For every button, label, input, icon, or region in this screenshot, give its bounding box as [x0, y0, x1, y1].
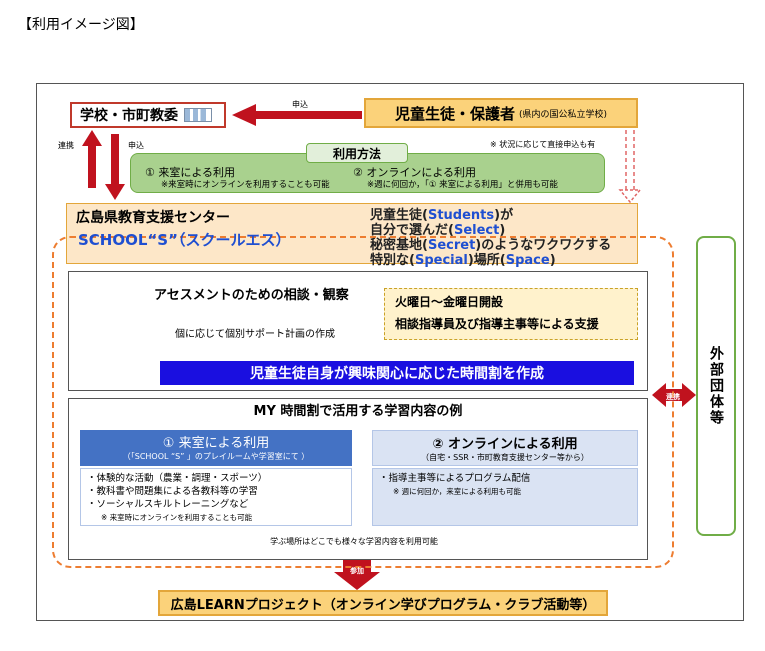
online-head-sub: （自宅・SSR・市町教育支援センター等から）	[421, 453, 589, 462]
external-organizations-box: 外部団体等	[696, 236, 736, 536]
motto-line-2: 自分で選んだ(Select)	[370, 223, 506, 238]
visit-usage-head: ① 来室による利用 （「SCHOOL “S” 」のプレイルームや学習室にて ）	[80, 430, 352, 466]
online-usage-body: ・指導主事等によるプログラム配信 ※ 週に何回か，来室による利用も可能	[372, 468, 638, 526]
label-apply-side: 申込	[128, 141, 144, 150]
label-apply-top: 申込	[292, 100, 308, 109]
motto-line-4: 特別な(Special)場所(Space)	[370, 253, 556, 268]
timetable-bar: 児童生徒自身が興味関心に応じた時間割を作成	[160, 361, 634, 385]
usage-title: 利用方法	[306, 143, 408, 163]
note-direct-apply: ※ 状況に応じて直接申込も有	[490, 140, 596, 149]
online-head-label: ② オンラインによる利用	[432, 437, 578, 452]
online-note: ※ 週に何回か，来室による利用も可能	[393, 487, 521, 496]
page-title: 【利用イメージ図】	[18, 17, 144, 33]
visit-note: ※ 来室時にオンラインを利用することも可能	[101, 513, 253, 522]
usage-option-1-note: ※来室時にオンラインを利用することも可能	[161, 180, 330, 190]
center-dashed-region	[52, 236, 674, 568]
arrow-guardian-to-school	[232, 104, 362, 126]
support-center-box	[66, 203, 638, 264]
support-plan-text: 個に応じて個別サポート計画の作成	[175, 329, 335, 340]
school-board-label: 学校・市町教委	[80, 108, 178, 124]
my-timetable-title: MY 時間割で活用する学習内容の例	[253, 404, 463, 419]
learning-anywhere-banner: 学ぶ場所はどこでも様々な学習内容を利用可能	[270, 537, 438, 546]
schedule-support: 相談指導員及び指導主事等による支援	[395, 317, 599, 331]
arrow-school-to-center-up	[82, 130, 102, 188]
center-name: 広島県教育支援センター	[76, 210, 230, 226]
label-liaison: 連携	[58, 141, 74, 150]
arrow-external-liaison	[652, 383, 696, 407]
visit-item-3: ・ソーシャルスキルトレーニングなど	[87, 499, 249, 510]
school-board-box: 学校・市町教委	[70, 102, 226, 128]
guardian-scope: (県内の国公私立学校)	[518, 109, 608, 120]
usage-option-1: ① 来室による利用	[145, 166, 236, 179]
label-participate: 参加	[350, 567, 364, 575]
diagram-frame	[36, 83, 744, 621]
label-liaison-external: 連携	[666, 393, 680, 401]
arrow-school-to-center-down	[105, 134, 125, 200]
visit-item-1: ・体験的な活動（農業・調理・スポーツ）	[87, 473, 268, 484]
guardian-label: 児童生徒・保護者	[394, 104, 515, 123]
online-usage-head: ② オンラインによる利用 （自宅・SSR・市町教育支援センター等から）	[372, 430, 638, 466]
schedule-box: 火曜日～金曜日開設 相談指導員及び指導主事等による支援	[384, 288, 638, 340]
online-item-1: ・指導主事等によるプログラム配信	[379, 473, 531, 484]
visit-head-sub: （「SCHOOL “S” 」のプレイルームや学習室にて ）	[122, 452, 310, 461]
visit-head-label: ① 来室による利用	[162, 436, 270, 451]
usage-option-2: ② オンラインによる利用	[353, 166, 477, 179]
motto-line-1: 児童生徒(Students)が	[370, 208, 514, 223]
center-brand: SCHOOL“S”（スクールエス）	[78, 231, 291, 249]
guardian-box: 児童生徒・保護者 (県内の国公私立学校)	[364, 98, 638, 128]
usage-option-2-note: ※週に何回か，「① 来室による利用」と併用も可能	[367, 180, 558, 190]
assessment-title: アセスメントのための相談・観察	[154, 288, 349, 303]
school-building-icon	[184, 108, 212, 122]
arrow-direct-dashed-head	[618, 189, 642, 204]
learn-project-box: 広島LEARNプロジェクト（オンライン学びプログラム・クラブ活動等）	[158, 590, 608, 616]
external-organizations-label: 外部団体等	[708, 346, 724, 426]
visit-usage-body: ・体験的な活動（農業・調理・スポーツ） ・教科書や問題集による各教科等の学習 ・…	[80, 468, 352, 526]
visit-item-2: ・教科書や問題集による各教科等の学習	[87, 486, 258, 497]
schedule-days: 火曜日～金曜日開設	[395, 295, 504, 309]
arrow-participate	[334, 554, 380, 590]
center-motto: 児童生徒(Students)が 自分で選んだ(Select) 秘密基地(Secr…	[370, 208, 611, 268]
motto-line-3: 秘密基地(Secret)のようなワクワクする	[370, 238, 612, 253]
